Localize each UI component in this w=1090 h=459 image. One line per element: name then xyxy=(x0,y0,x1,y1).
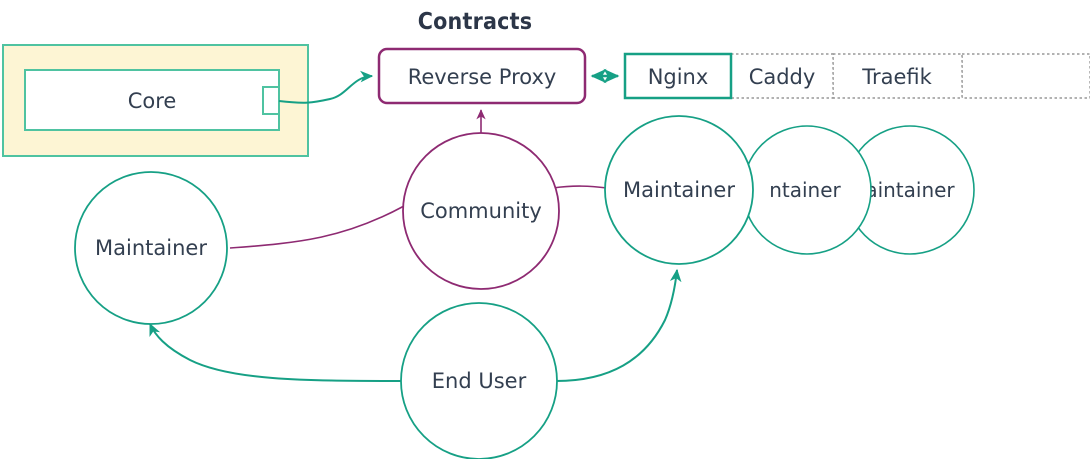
core-node[interactable]: Core xyxy=(24,69,280,131)
table-cell-empty[interactable] xyxy=(961,53,1090,99)
core-port-icon xyxy=(262,86,280,115)
core-node-label: Core xyxy=(128,89,177,113)
reverse-proxy-node[interactable]: Reverse Proxy xyxy=(377,47,587,105)
maintainer-3-label: aintainer xyxy=(865,178,955,202)
edge-end-user-to-maintainer-left xyxy=(149,322,403,382)
maintainer-node-left[interactable]: Maintainer xyxy=(74,171,228,325)
maintainer-2-label: ntainer xyxy=(769,178,841,202)
community-node[interactable]: Community xyxy=(402,132,560,290)
edge-core-to-reverse-proxy xyxy=(278,70,374,104)
edge-community-to-maintainer xyxy=(552,185,608,189)
maintainer-1-label: Maintainer xyxy=(623,178,735,202)
maintainer-node-1[interactable]: Maintainer xyxy=(604,115,754,265)
maintainer-node-3[interactable]: aintainer xyxy=(845,125,975,255)
table-cell-traefik-label: Traefik xyxy=(861,65,932,89)
community-label: Community xyxy=(420,199,542,223)
maintainer-left-circle[interactable] xyxy=(74,171,228,325)
table-cell-nginx-label: Nginx xyxy=(648,65,709,89)
core-node-rect[interactable] xyxy=(24,69,280,131)
edge-end-user-to-maintainer-right xyxy=(555,268,682,382)
table-cell-caddy-label: Caddy xyxy=(749,65,816,89)
maintainer-left-label: Maintainer xyxy=(95,236,207,260)
maintainer-1-circle[interactable] xyxy=(604,115,754,265)
reverse-proxy-label: Reverse Proxy xyxy=(408,65,557,89)
table-cell-caddy[interactable] xyxy=(730,53,834,99)
edge-maintainer-left-to-community xyxy=(229,205,405,249)
page-title: Contracts xyxy=(418,9,532,35)
maintainer-node-2[interactable]: ntainer xyxy=(742,125,872,255)
proxy-options-table: Traefik Caddy Nginx xyxy=(623,52,1090,100)
reverse-proxy-rect[interactable] xyxy=(377,47,587,105)
table-cell-nginx[interactable] xyxy=(623,52,733,100)
table-cell-traefik[interactable] xyxy=(832,53,963,99)
end-user-node[interactable]: End User xyxy=(400,302,558,459)
community-circle[interactable] xyxy=(402,132,560,290)
end-user-circle[interactable] xyxy=(400,302,558,459)
end-user-label: End User xyxy=(432,369,527,393)
